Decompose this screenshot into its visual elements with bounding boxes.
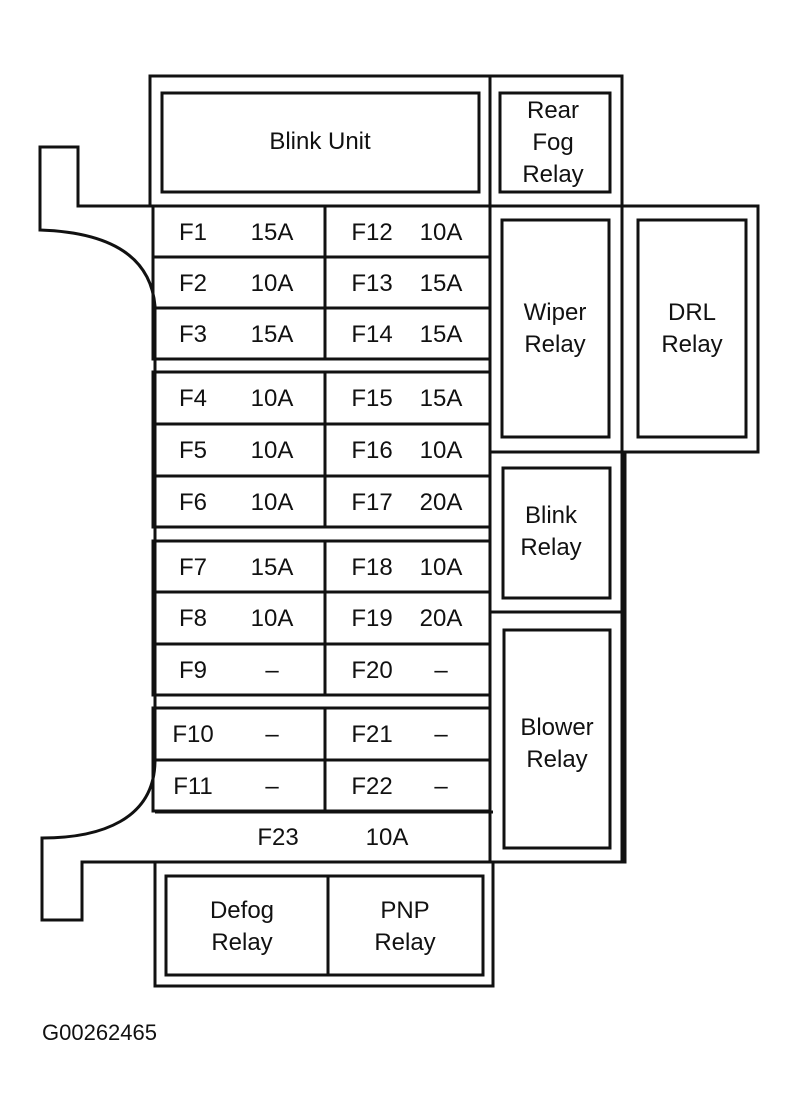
rear-fog-relay-label-line3: Relay — [522, 161, 583, 188]
fuse-id-f5: F5 — [179, 437, 207, 464]
rear-fog-relay-label-line2: Fog — [532, 129, 573, 156]
fuse-rating-f3: 15A — [251, 321, 294, 348]
fuse-id-f15: F15 — [351, 385, 392, 412]
pnp-relay-label-line1: PNP — [380, 897, 429, 924]
pnp-relay-label-line2: Relay — [374, 929, 435, 956]
fuse-rating-f16: 10A — [420, 437, 463, 464]
fuse-rating-f20: – — [434, 657, 448, 684]
fuse-id-f7: F7 — [179, 554, 207, 581]
blower-relay-label-line1: Blower — [520, 714, 593, 741]
rear-fog-relay-label-line1: Rear — [527, 97, 579, 124]
fuse-box-housing-outline — [38, 74, 760, 988]
fuse-id-f19: F19 — [351, 605, 392, 632]
fuse-id-f6: F6 — [179, 489, 207, 516]
fuse-rating-f4: 10A — [251, 385, 294, 412]
rear-fog-relay-box — [498, 91, 612, 194]
figure-id: G00262465 — [42, 1020, 157, 1045]
fuse-rating-f14: 15A — [420, 321, 463, 348]
fuse-id-f8: F8 — [179, 605, 207, 632]
fuse-id-f2: F2 — [179, 270, 207, 297]
fuse-id-f1: F1 — [179, 219, 207, 246]
fuse-id-f11: F11 — [173, 773, 213, 800]
fuse-id-f22: F22 — [351, 773, 392, 800]
fuse-id-f9: F9 — [179, 657, 207, 684]
fuse-rating-f5: 10A — [251, 437, 294, 464]
blink-relay-box — [501, 466, 612, 600]
fuse-rating-f9: – — [265, 657, 279, 684]
fuse-id-f21: F21 — [351, 721, 392, 748]
fuse-grid: F1 15A F2 10A F3 15A F4 10A F5 10A F6 10A F7 15A F8 10A… — [151, 204, 492, 813]
fuse-rating-f19: 20A — [420, 605, 463, 632]
fuse-id-f13: F13 — [351, 270, 392, 297]
blink-unit-label: Blink Unit — [269, 128, 371, 155]
fuse-group-box — [151, 539, 492, 697]
fuse-rating-f6: 10A — [251, 489, 294, 516]
drl-relay-box — [636, 218, 748, 439]
fuse-rating-f7: 15A — [251, 554, 294, 581]
fuse-rating-f1: 15A — [251, 219, 294, 246]
defog-relay-label-line1: Defog — [210, 897, 274, 924]
fuse-id-f17: F17 — [351, 489, 392, 516]
fuse-rating-f8: 10A — [251, 605, 294, 632]
fuse-id-f16: F16 — [351, 437, 392, 464]
fuse-rating-f21: – — [434, 721, 448, 748]
blower-relay-box — [502, 628, 612, 850]
wiper-relay-label-line2: Relay — [524, 331, 585, 358]
defog-relay-label-line2: Relay — [211, 929, 272, 956]
fuse-rating-f12: 10A — [420, 219, 463, 246]
fuse-f23-rating: 10A — [366, 824, 409, 851]
wiper-relay-box — [500, 218, 611, 439]
blink-unit-box — [160, 91, 481, 194]
fuse-rating-f17: 20A — [420, 489, 463, 516]
fuse-rating-f13: 15A — [420, 270, 463, 297]
blower-relay-label-line2: Relay — [526, 746, 587, 773]
drl-relay-label-line2: Relay — [661, 331, 722, 358]
blink-relay-label-line1: Blink — [525, 502, 578, 529]
fuse-id-f12: F12 — [351, 219, 392, 246]
fuse-rating-f10: – — [265, 721, 279, 748]
fuse-id-f4: F4 — [179, 385, 207, 412]
pnp-relay-box — [326, 874, 485, 977]
fuse-id-f18: F18 — [351, 554, 392, 581]
wiper-relay-label-line1: Wiper — [524, 299, 587, 326]
fuse-rating-f2: 10A — [251, 270, 294, 297]
blink-relay-label-line2: Relay — [520, 534, 581, 561]
fuse-id-f10: F10 — [172, 721, 213, 748]
fuse-rating-f11: – — [265, 773, 279, 800]
fuse-id-f14: F14 — [351, 321, 392, 348]
fuse-rating-f15: 15A — [420, 385, 463, 412]
fuse-id-f3: F3 — [179, 321, 207, 348]
fuse-group-box — [151, 370, 492, 529]
fuse-id-f20: F20 — [351, 657, 392, 684]
fuse-f23-id: F23 — [257, 824, 298, 851]
fuse-group-box — [151, 204, 492, 361]
fuse-rating-f18: 10A — [420, 554, 463, 581]
fuse-rating-f22: – — [434, 773, 448, 800]
drl-relay-label-line1: DRL — [668, 299, 716, 326]
defog-relay-box — [164, 874, 330, 977]
